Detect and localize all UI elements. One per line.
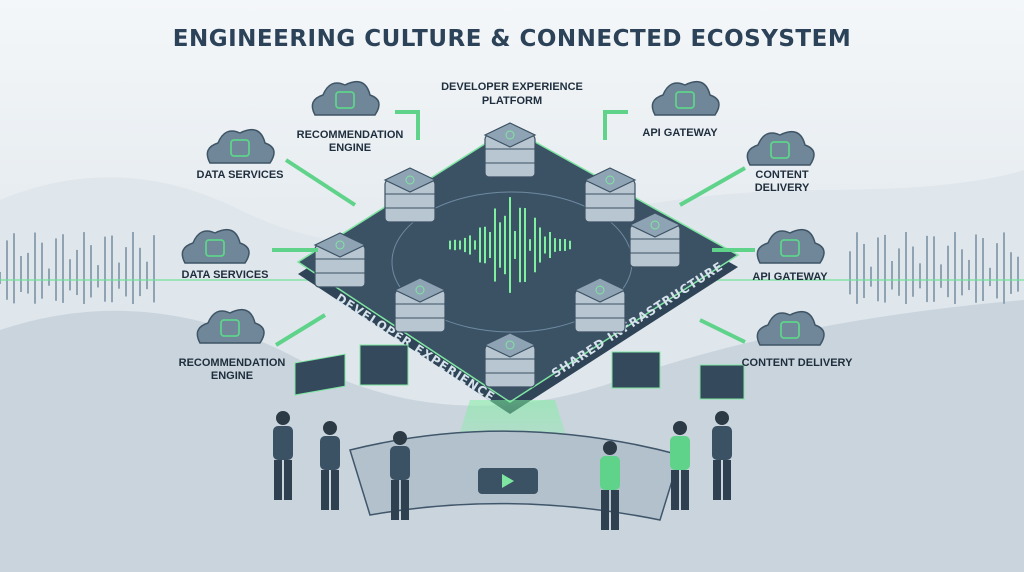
service-label: DATA SERVICES [197, 169, 284, 181]
central-waveform [449, 197, 571, 293]
server-stack [573, 277, 627, 333]
service-label: DELIVERY [755, 182, 810, 194]
platform-title-line1: DEVELOPER EXPERIENCE [441, 81, 583, 93]
server-stacks [313, 122, 682, 388]
server-stack [393, 277, 447, 333]
server-stack [313, 232, 367, 288]
server-stack [483, 332, 537, 388]
service-node[interactable]: API GATEWAY [642, 80, 720, 139]
service-node[interactable]: DATA SERVICES [182, 228, 269, 281]
truck-icon [770, 141, 790, 159]
service-node[interactable]: DATA SERVICES [197, 128, 284, 181]
service-label: CONTENT [755, 169, 808, 181]
chart-icon [220, 319, 240, 337]
service-label: API GATEWAY [752, 271, 828, 283]
floating-screens [294, 344, 745, 400]
engineer [670, 421, 690, 510]
engineers [273, 411, 732, 530]
control-console [349, 430, 681, 521]
service-label: RECOMMENDATION [297, 129, 404, 141]
server-stack [383, 167, 437, 223]
engineer [390, 431, 410, 520]
server-stack [483, 122, 537, 178]
waveform-icon [205, 239, 225, 257]
service-label: API GATEWAY [642, 127, 718, 139]
arrow-right-icon [780, 321, 800, 339]
database-icon [230, 139, 250, 157]
engineer [273, 411, 293, 500]
platform-title-line2: PLATFORM [482, 95, 542, 107]
service-label: CONTENT DELIVERY [742, 357, 853, 369]
engineer [600, 441, 620, 530]
server-stack [628, 212, 682, 268]
circuit-icon [780, 239, 800, 257]
engineer [712, 411, 732, 500]
engineer [320, 421, 340, 510]
service-node[interactable]: CONTENT DELIVERY [742, 310, 853, 369]
bar-chart-icon [335, 91, 355, 109]
service-label: ENGINE [211, 370, 253, 382]
service-label: DATA SERVICES [182, 269, 269, 281]
connection-arrows [272, 110, 755, 347]
page-title: ENGINEERING CULTURE & CONNECTED ECOSYSTE… [173, 26, 851, 52]
play-icon [502, 474, 514, 488]
server-stack [583, 167, 637, 223]
shuffle-icon [675, 91, 695, 109]
service-label: RECOMMENDATION [179, 357, 286, 369]
service-node[interactable]: API GATEWAY [752, 228, 828, 283]
service-label: ENGINE [329, 142, 371, 154]
